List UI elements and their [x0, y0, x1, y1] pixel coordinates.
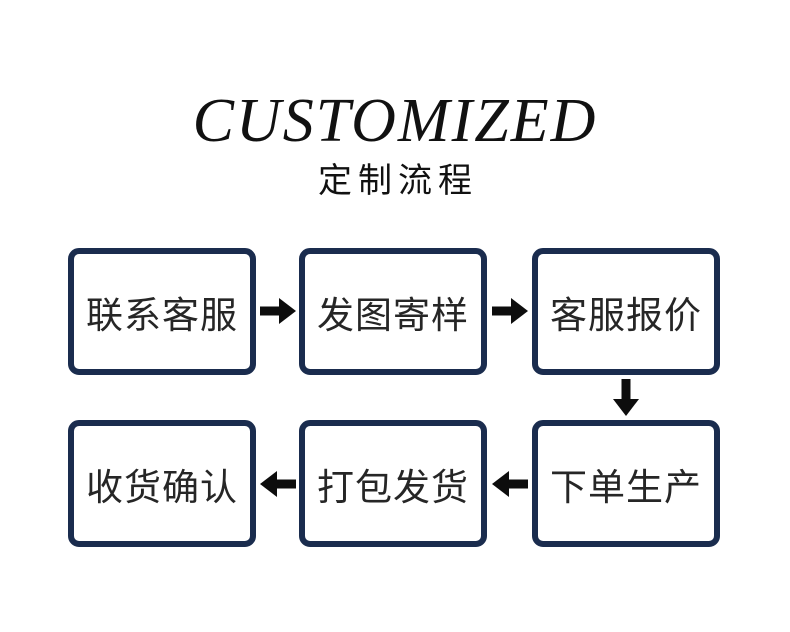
flow-step-label: 下单生产	[550, 467, 702, 509]
flow-step-pack-ship: 打包发货	[299, 420, 487, 547]
flow-step-label: 客服报价	[550, 295, 702, 337]
flow-step-send-samples: 发图寄样	[299, 248, 487, 375]
flow-step-confirm-receipt: 收货确认	[68, 420, 256, 547]
page-subtitle: 定制流程	[318, 163, 478, 200]
arrow-down-icon	[613, 379, 639, 416]
arrow-right-icon	[260, 298, 296, 324]
arrow-right-icon	[492, 298, 528, 324]
page-title: CUSTOMIZED	[192, 87, 598, 155]
flow-step-label: 打包发货	[317, 467, 469, 509]
arrow-left-icon	[492, 471, 528, 497]
flow-step-order-production: 下单生产	[532, 420, 720, 547]
flow-step-contact-service: 联系客服	[68, 248, 256, 375]
flow-step-label: 发图寄样	[317, 295, 469, 337]
arrow-left-icon	[260, 471, 296, 497]
flow-step-service-quote: 客服报价	[532, 248, 720, 375]
flow-step-label: 联系客服	[86, 295, 238, 337]
flow-step-label: 收货确认	[86, 467, 238, 509]
